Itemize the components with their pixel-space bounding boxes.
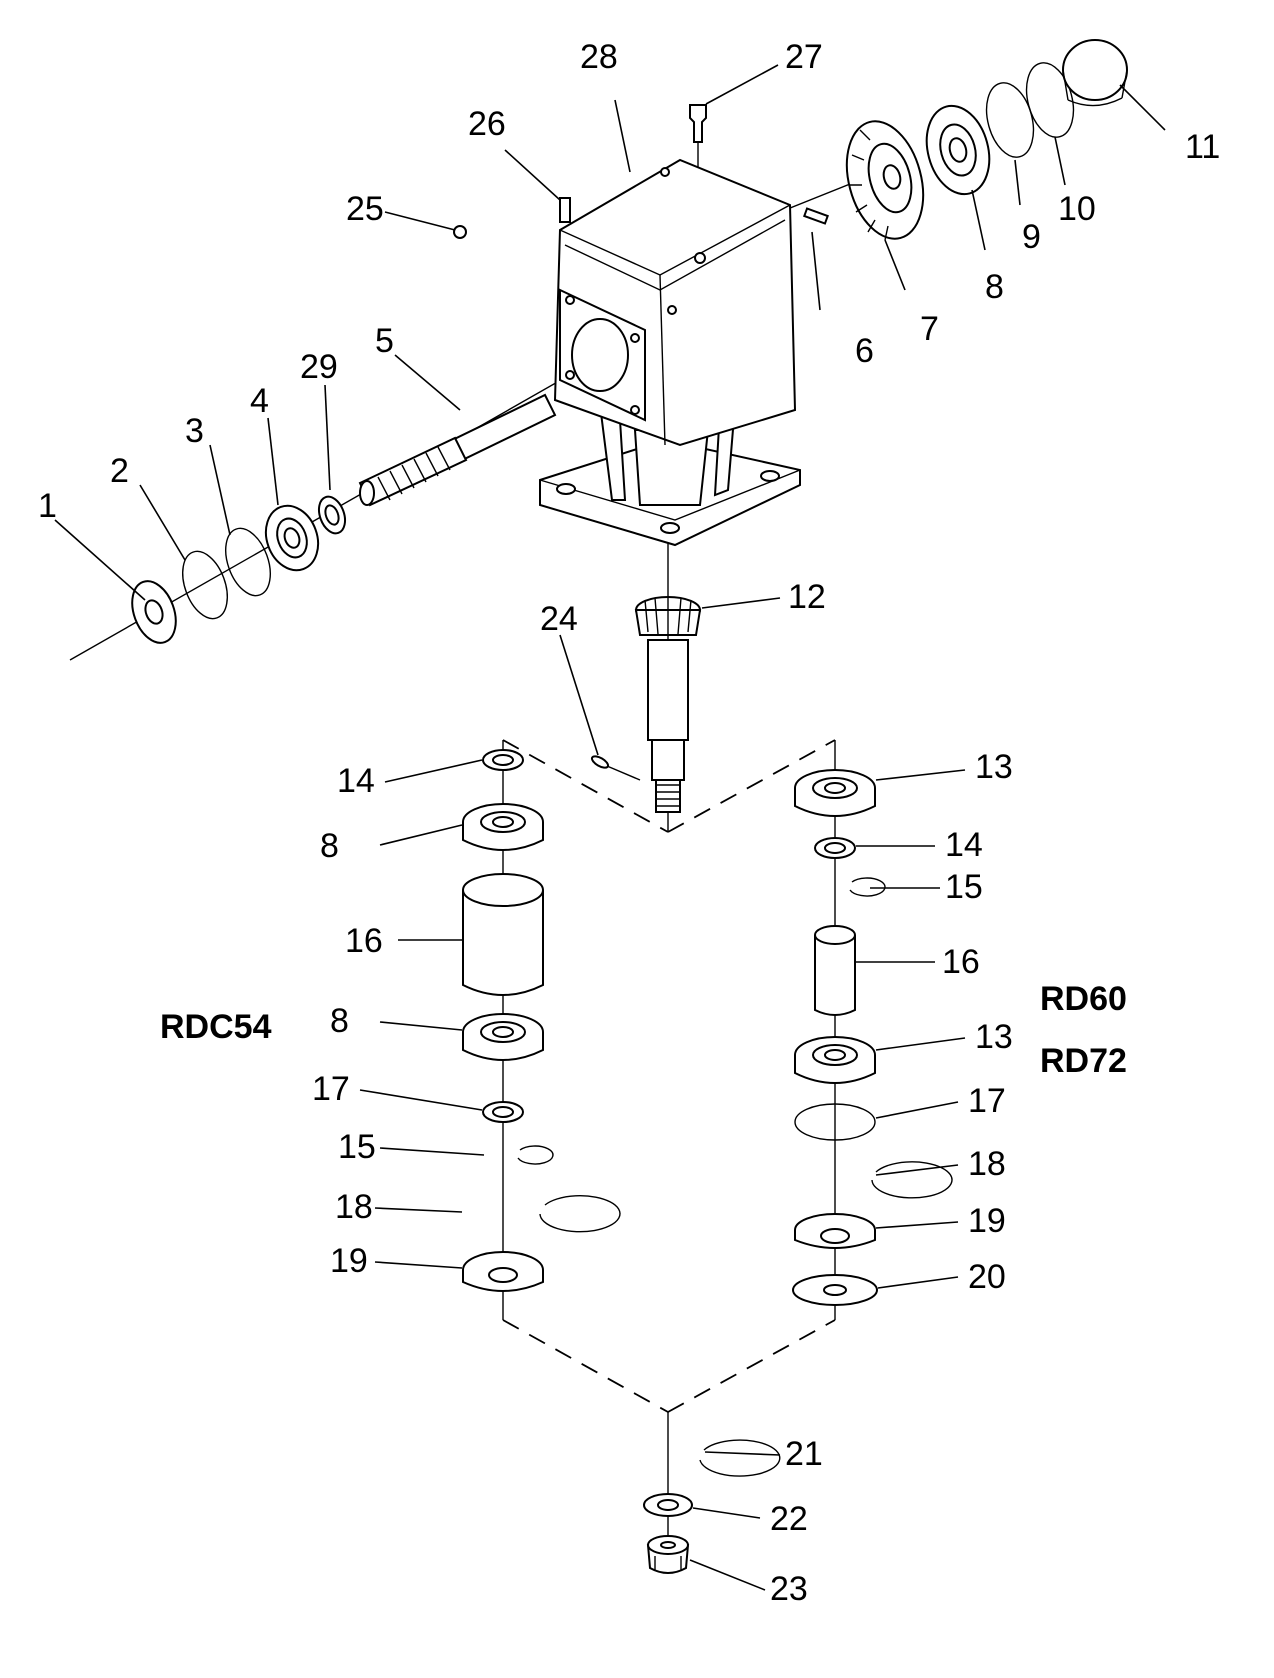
model-label-right-bottom: RD72 xyxy=(1040,1042,1127,1080)
model-label-right-top: RD60 xyxy=(1040,980,1127,1018)
callout-2: 2 xyxy=(110,452,129,490)
callout-4: 4 xyxy=(250,382,269,420)
callout-16-right: 16 xyxy=(942,943,980,981)
callout-labels: 1 2 3 4 29 5 6 7 8 9 10 11 12 24 25 26 2… xyxy=(38,38,1220,1608)
ring-3 xyxy=(225,527,271,597)
callout-19-right: 19 xyxy=(968,1202,1006,1240)
callout-8-left-top: 8 xyxy=(320,827,339,865)
callout-12: 12 xyxy=(788,578,826,616)
model-label-left: RDC54 xyxy=(160,1008,272,1046)
callout-20: 20 xyxy=(968,1258,1006,1296)
callout-27: 27 xyxy=(785,38,823,76)
callout-14-right: 14 xyxy=(945,826,983,864)
callout-28: 28 xyxy=(580,38,618,76)
callout-17-right: 17 xyxy=(968,1082,1006,1120)
seal-1 xyxy=(131,580,177,644)
callout-25: 25 xyxy=(346,190,384,228)
callout-14-left: 14 xyxy=(337,762,375,800)
bevel-gear-7 xyxy=(845,120,925,241)
callout-15-right: 15 xyxy=(945,868,983,906)
pinion-shaft-12 xyxy=(634,596,702,813)
callout-26: 26 xyxy=(468,105,506,143)
callout-10: 10 xyxy=(1058,190,1096,228)
callout-16-left: 16 xyxy=(345,922,383,960)
callout-3: 3 xyxy=(185,412,204,450)
bearing-8-top xyxy=(925,104,991,196)
model-labels: RDC54 RD60 RD72 xyxy=(160,980,1127,1080)
callout-18-left: 18 xyxy=(335,1188,373,1226)
leader-lines xyxy=(54,64,1166,1591)
callout-15-left: 15 xyxy=(338,1128,376,1166)
cap-11 xyxy=(1062,39,1128,107)
callout-5: 5 xyxy=(375,322,394,360)
breather-plug-27 xyxy=(689,104,707,143)
callout-1: 1 xyxy=(38,487,57,525)
callout-9: 9 xyxy=(1022,218,1041,256)
callout-21: 21 xyxy=(785,1435,823,1473)
plug-25 xyxy=(453,225,467,239)
callout-6: 6 xyxy=(855,332,874,370)
left-stack xyxy=(462,749,621,1292)
ring-2 xyxy=(182,550,228,620)
gearbox-housing xyxy=(539,158,801,547)
bearing-4 xyxy=(264,504,320,572)
callout-23: 23 xyxy=(770,1570,808,1608)
callout-17-left: 17 xyxy=(312,1070,350,1108)
callout-24: 24 xyxy=(540,600,578,638)
callout-11: 11 xyxy=(1185,128,1220,166)
right-stack xyxy=(792,769,953,1306)
bottom-parts xyxy=(643,1439,781,1574)
callout-8-top: 8 xyxy=(985,268,1004,306)
callout-22: 22 xyxy=(770,1500,808,1538)
callout-18-right: 18 xyxy=(968,1145,1006,1183)
callout-8-left-bottom: 8 xyxy=(330,1002,349,1040)
callout-19-left: 19 xyxy=(330,1242,368,1280)
callout-7: 7 xyxy=(920,310,939,348)
callout-29: 29 xyxy=(300,348,338,386)
ring-29 xyxy=(317,495,347,535)
key-6 xyxy=(803,207,829,225)
callout-13-right-top: 13 xyxy=(975,748,1013,786)
input-shaft xyxy=(358,393,557,507)
screw-26 xyxy=(559,197,571,223)
ring-10 xyxy=(1025,62,1075,138)
callout-13-right-bottom: 13 xyxy=(975,1018,1013,1056)
pin-24 xyxy=(590,755,641,781)
